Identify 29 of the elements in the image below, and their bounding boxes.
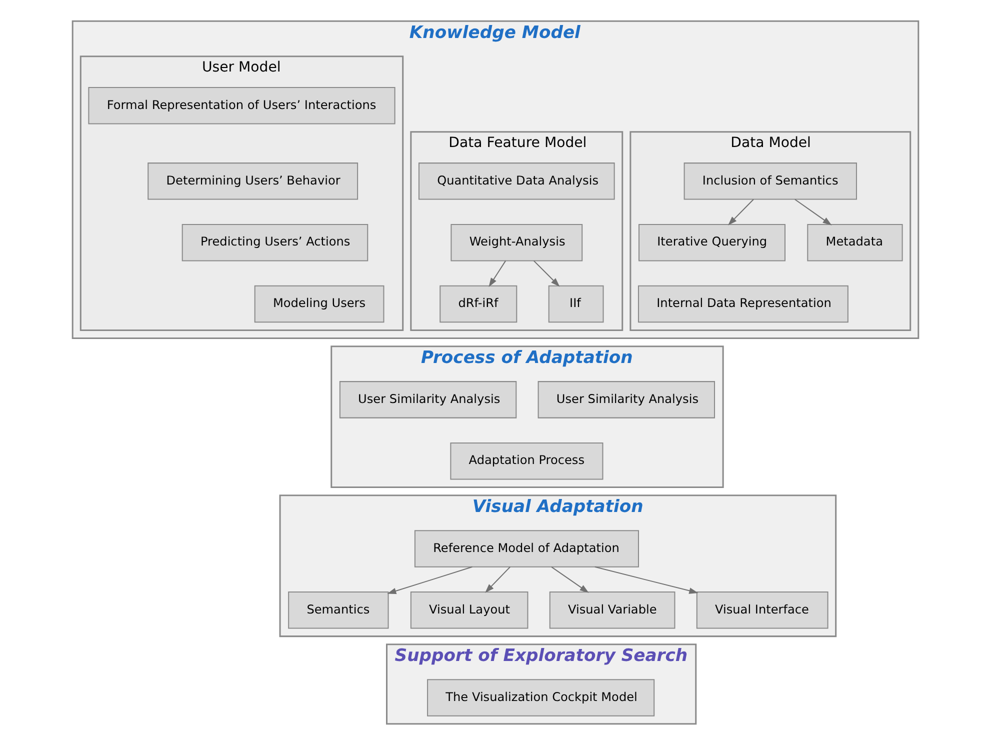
arrow: [386, 566, 472, 594]
node-box: Inclusion of Semantics: [683, 162, 856, 200]
node-box: Modeling Users: [254, 284, 384, 322]
node-box: User Similarity Analysis: [338, 380, 516, 418]
arrow: [794, 198, 832, 225]
node-box: Visual Layout: [410, 591, 528, 628]
node-box: Visual Variable: [548, 591, 675, 628]
arrow: [727, 198, 754, 225]
arrow: [550, 566, 588, 592]
node-box: Weight-Analysis: [450, 223, 582, 261]
node-box: Metadata: [806, 223, 902, 261]
node-box: User Similarity Analysis: [537, 380, 714, 418]
node-box: Visual Interface: [696, 591, 828, 628]
arrow: [484, 566, 510, 592]
node-box: Internal Data Representation: [637, 284, 848, 322]
node-box: Reference Model of Adaptation: [414, 530, 638, 567]
node-box: Predicting Users’ Actions: [181, 223, 368, 261]
node-box: Semantics: [288, 591, 388, 628]
node-box: The Visualization Cockpit Model: [426, 678, 654, 716]
node-box: Determining Users’ Behavior: [147, 162, 358, 200]
arrow: [488, 260, 506, 286]
node-box: Iterative Querying: [638, 223, 785, 261]
node-box: IIf: [548, 284, 604, 322]
arrow: [594, 566, 698, 594]
node-box: dRf-iRf: [439, 284, 517, 322]
arrow: [532, 260, 560, 286]
node-box: Formal Representation of Users’ Interactions: [88, 86, 395, 124]
node-box: Adaptation Process: [450, 442, 603, 480]
node-box: Quantitative Data Analysis: [418, 162, 614, 200]
